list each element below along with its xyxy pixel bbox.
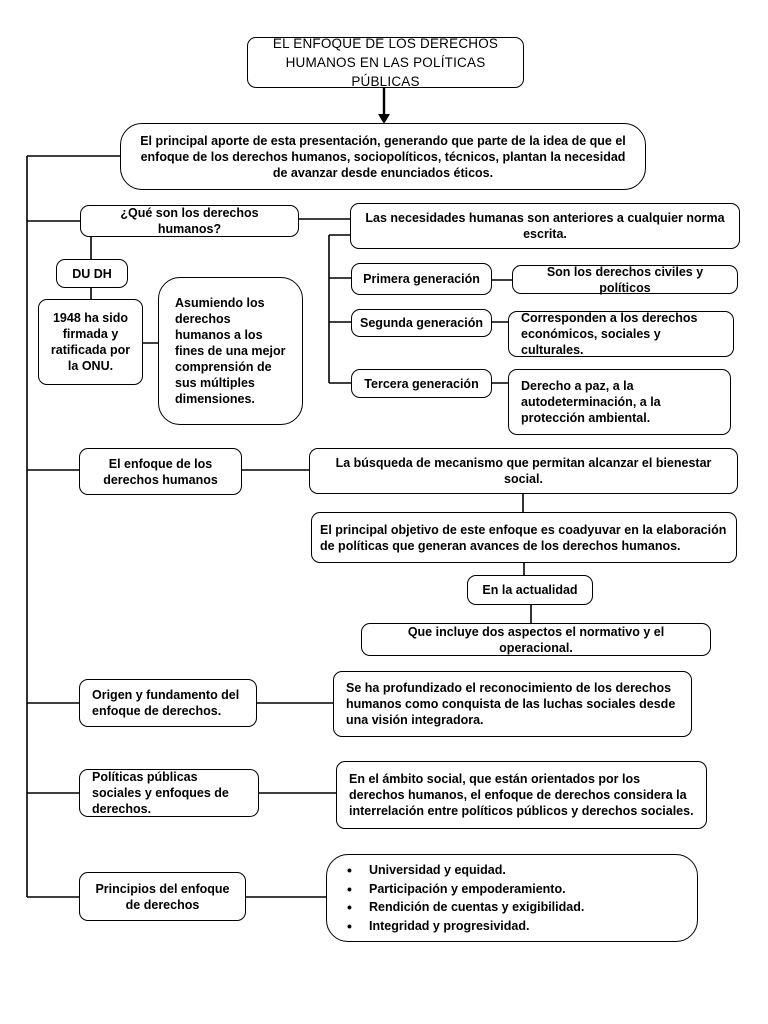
politicas-node: Políticas públicas sociales y enfoques d…: [79, 769, 259, 817]
origen-node: Origen y fundamento del enfoque de derec…: [79, 679, 257, 727]
diagram-title: EL ENFOQUE DE LOS DERECHOS HUMANOS EN LA…: [247, 36, 524, 89]
generation-1-node: Primera generación: [351, 263, 492, 295]
origen-text: Se ha profundizado el reconocimiento de …: [346, 681, 676, 727]
list-item: Universidad y equidad.: [341, 861, 584, 880]
dudh-label: DU DH: [72, 266, 112, 281]
year-1948-node: 1948 ha sido firmada y ratificada por la…: [38, 299, 143, 385]
actualidad-label: En la actualidad: [482, 583, 578, 597]
generation-3-node: Tercera generación: [351, 369, 492, 398]
generation-3-text: Derecho a paz, a la autodeterminación, a…: [521, 379, 661, 425]
list-item: Integridad y progresividad.: [341, 917, 584, 936]
que-son-label: ¿Qué son los derechos humanos?: [120, 206, 259, 236]
generation-3-description: Derecho a paz, a la autodeterminación, a…: [508, 369, 731, 435]
generation-1-label: Primera generación: [363, 272, 480, 286]
enfoque-label: El enfoque de los derechos humanos: [103, 456, 218, 487]
generation-2-label: Segunda generación: [360, 316, 483, 330]
title-text: EL ENFOQUE DE LOS DERECHOS HUMANOS EN LA…: [272, 36, 499, 89]
origen-label: Origen y fundamento del enfoque de derec…: [92, 688, 240, 718]
generation-2-node: Segunda generación: [351, 309, 492, 337]
dudh-node: DU DH: [56, 259, 128, 288]
que-son-node: ¿Qué son los derechos humanos?: [80, 205, 299, 237]
principios-list: Universidad y equidad. Participación y e…: [341, 861, 584, 935]
principios-label: Principios del enfoque de derechos: [95, 881, 230, 912]
necesidades-node: Las necesidades humanas son anteriores a…: [350, 203, 740, 249]
politicas-text: En el ámbito social, que están orientado…: [349, 772, 694, 818]
politicas-description: En el ámbito social, que están orientado…: [336, 761, 707, 829]
intro-text: El principal aporte de esta presentación…: [140, 133, 626, 180]
generation-2-description: Corresponden a los derechos económicos, …: [508, 311, 734, 357]
enfoque-node: El enfoque de los derechos humanos: [79, 448, 242, 495]
actualidad-node: En la actualidad: [467, 575, 593, 605]
aspectos-text: Que incluye dos aspectos el normativo y …: [407, 624, 665, 655]
generation-1-text: Son los derechos civiles y políticos: [546, 264, 704, 295]
generation-3-label: Tercera generación: [364, 376, 479, 391]
list-item: Participación y empoderamiento.: [341, 880, 584, 899]
generation-2-text: Corresponden a los derechos económicos, …: [521, 311, 698, 357]
assumption-node: Asumiendo los derechos humanos a los fin…: [158, 277, 303, 425]
intro-box: El principal aporte de esta presentación…: [120, 123, 646, 190]
busqueda-text: La búsqueda de mecanismo que permitan al…: [335, 456, 712, 486]
year-1948-text: 1948 ha sido firmada y ratificada por la…: [50, 311, 131, 373]
objetivo-node: El principal objetivo de este enfoque es…: [311, 512, 737, 563]
objetivo-text: El principal objetivo de este enfoque es…: [320, 522, 727, 553]
principios-node: Principios del enfoque de derechos: [79, 872, 246, 921]
busqueda-node: La búsqueda de mecanismo que permitan al…: [309, 448, 738, 494]
list-item: Rendición de cuentas y exigibilidad.: [341, 898, 584, 917]
assumption-text: Asumiendo los derechos humanos a los fin…: [175, 296, 286, 406]
aspectos-node: Que incluye dos aspectos el normativo y …: [361, 623, 711, 656]
principios-list-box: Universidad y equidad. Participación y e…: [326, 854, 698, 942]
generation-1-description: Son los derechos civiles y políticos: [512, 264, 738, 295]
necesidades-text: Las necesidades humanas son anteriores a…: [365, 211, 725, 241]
origen-description: Se ha profundizado el reconocimiento de …: [333, 671, 692, 737]
politicas-label: Políticas públicas sociales y enfoques d…: [92, 770, 229, 816]
